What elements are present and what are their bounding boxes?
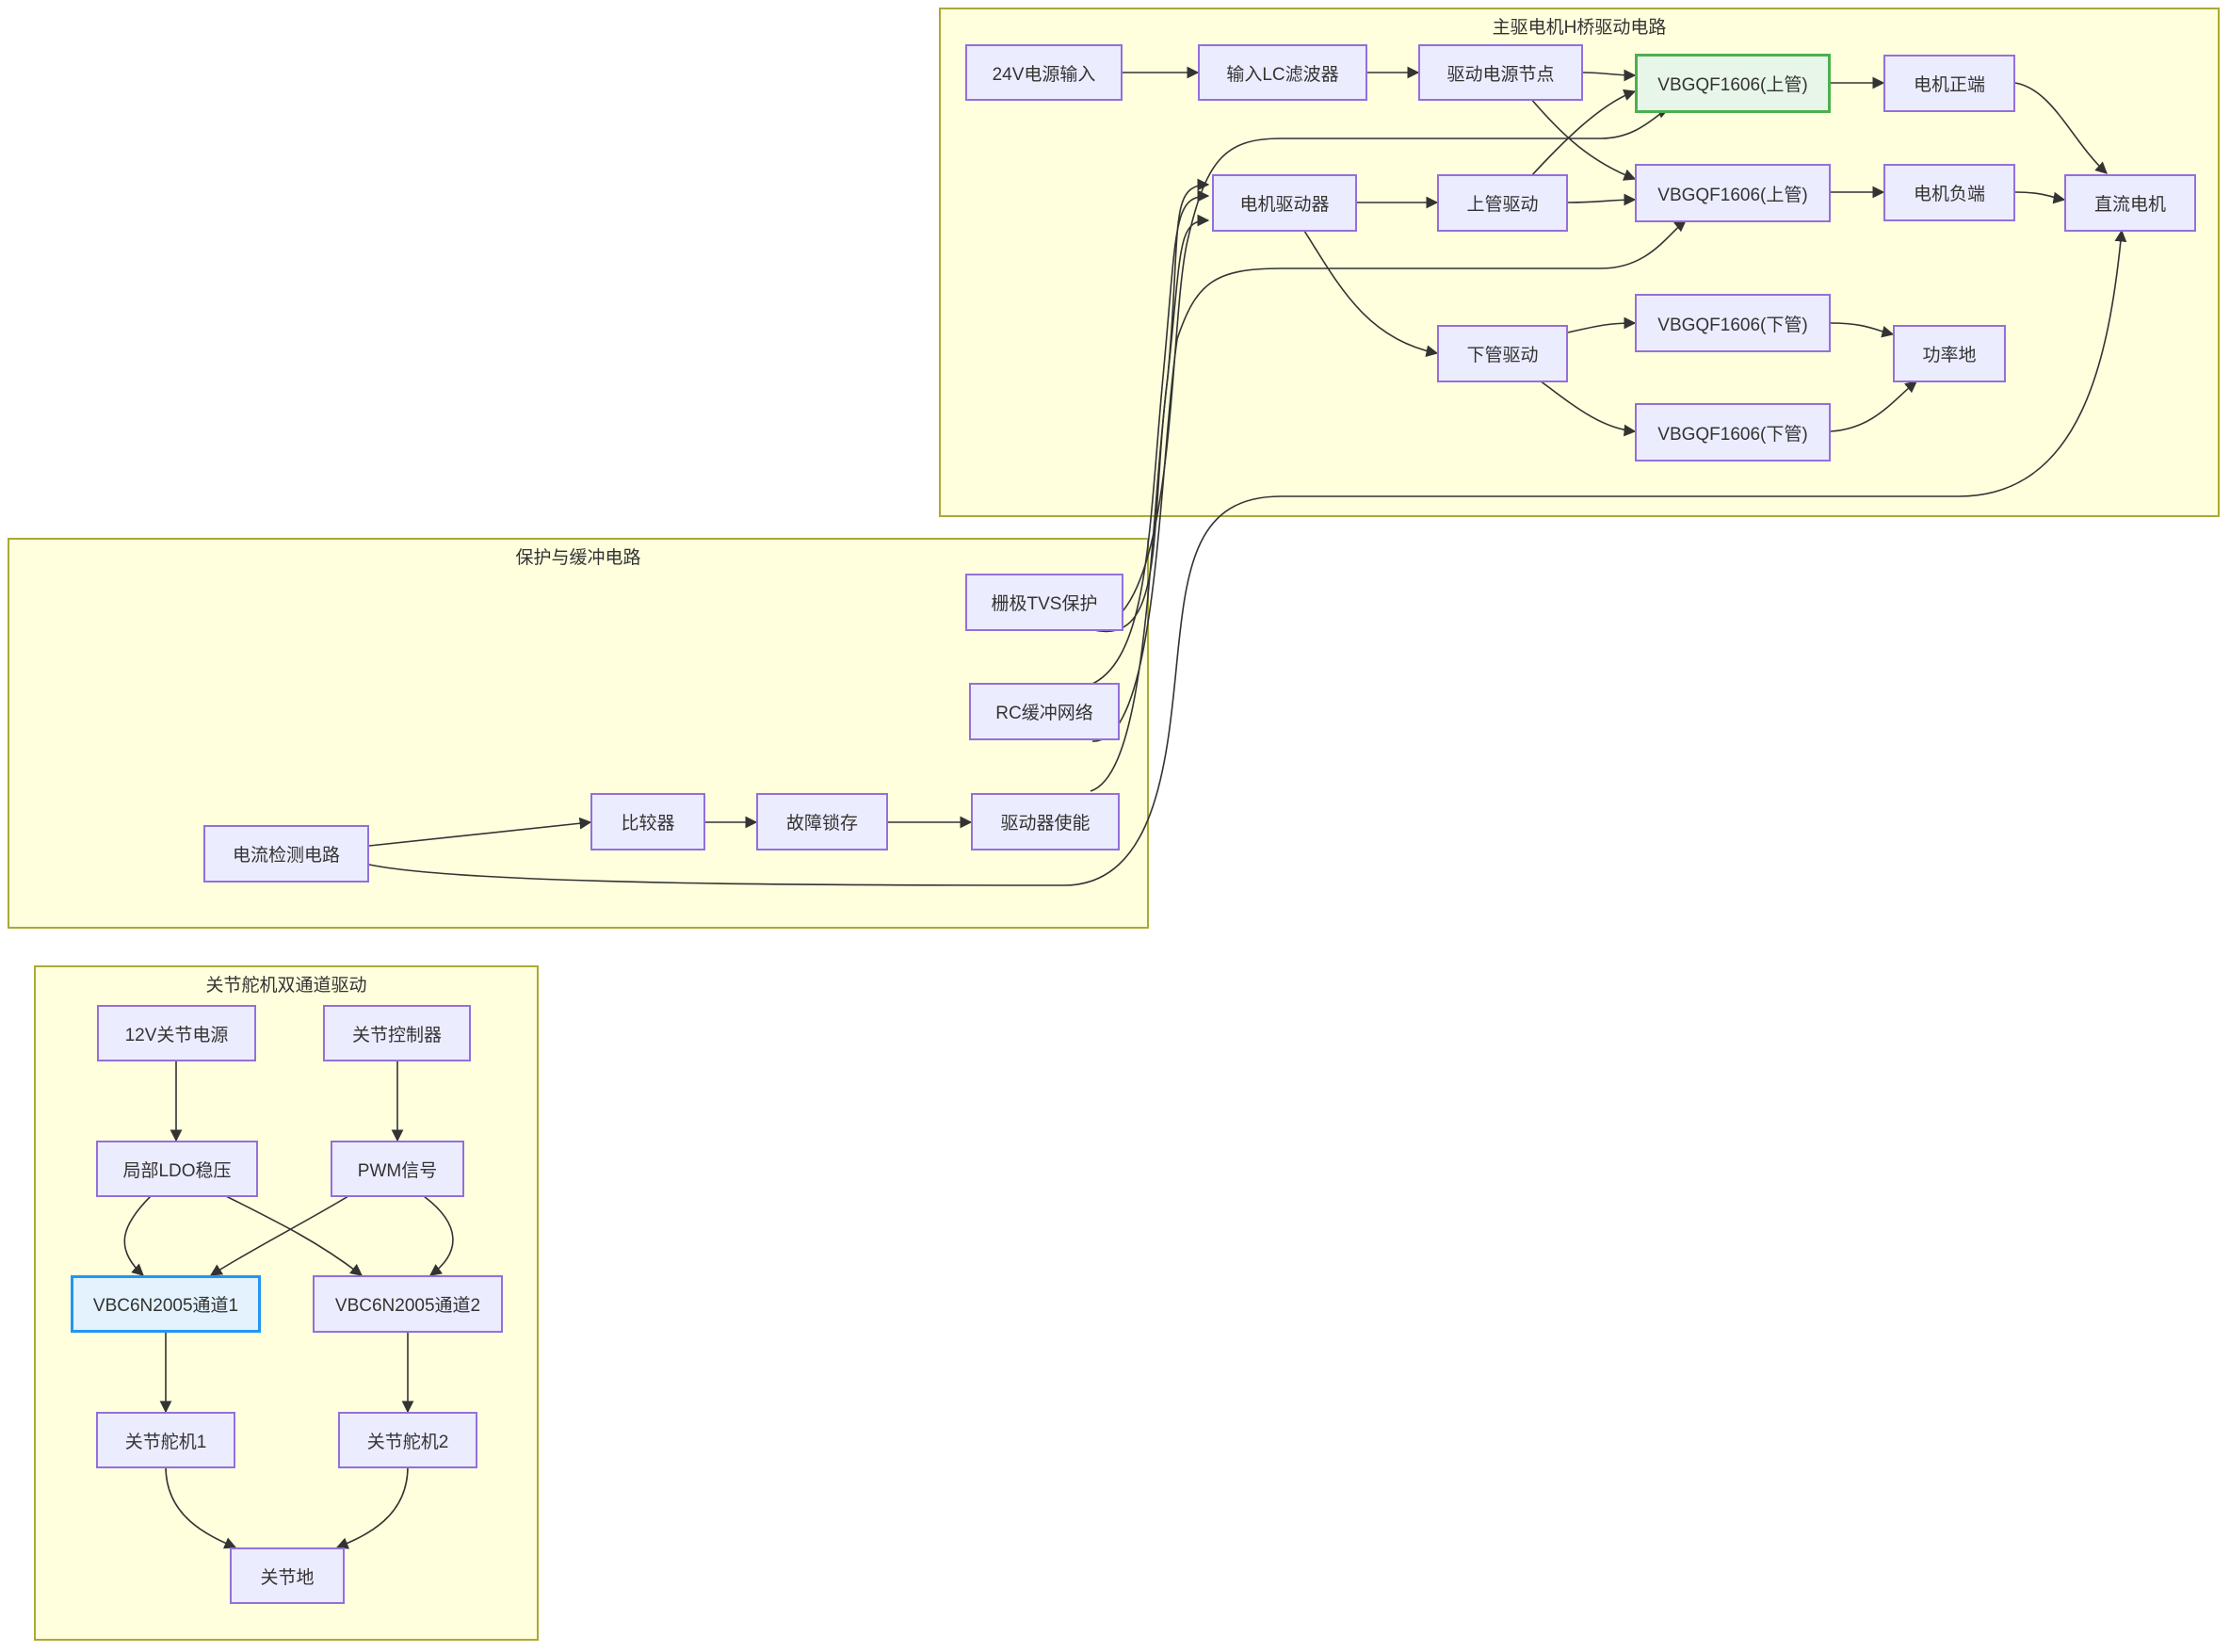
node-fault-latch[interactable]: 故障锁存 bbox=[756, 793, 888, 850]
node-joint-ground[interactable]: 关节地 bbox=[230, 1547, 345, 1604]
node-drive-power-node[interactable]: 驱动电源节点 bbox=[1418, 44, 1583, 101]
node-gate-tvs[interactable]: 栅极TVS保护 bbox=[965, 574, 1123, 631]
cluster-title-joint: 关节舵机双通道驱动 bbox=[205, 976, 367, 996]
node-q2-high-side[interactable]: VBGQF1606(上管) bbox=[1635, 164, 1831, 222]
node-12v-joint-power[interactable]: 12V关节电源 bbox=[97, 1005, 256, 1061]
node-q1-high-side[interactable]: VBGQF1606(上管) bbox=[1635, 54, 1831, 113]
node-rc-snubber[interactable]: RC缓冲网络 bbox=[969, 683, 1120, 740]
node-pwm-signal[interactable]: PWM信号 bbox=[331, 1141, 464, 1197]
node-local-ldo[interactable]: 局部LDO稳压 bbox=[96, 1141, 258, 1197]
node-joint-servo-1[interactable]: 关节舵机1 bbox=[96, 1412, 235, 1468]
node-power-ground[interactable]: 功率地 bbox=[1893, 325, 2006, 382]
node-vbc6n2005-ch1[interactable]: VBC6N2005通道1 bbox=[71, 1275, 261, 1333]
node-driver-enable[interactable]: 驱动器使能 bbox=[971, 793, 1120, 850]
node-high-side-driver[interactable]: 上管驱动 bbox=[1437, 174, 1568, 232]
node-current-sense[interactable]: 电流检测电路 bbox=[203, 825, 369, 883]
node-motor-driver[interactable]: 电机驱动器 bbox=[1212, 174, 1357, 232]
node-motor-positive[interactable]: 电机正端 bbox=[1883, 55, 2015, 112]
node-joint-controller[interactable]: 关节控制器 bbox=[323, 1005, 471, 1061]
node-low-side-driver[interactable]: 下管驱动 bbox=[1437, 325, 1568, 382]
cluster-title-protect: 保护与缓冲电路 bbox=[515, 548, 641, 568]
node-q4-low-side[interactable]: VBGQF1606(下管) bbox=[1635, 403, 1831, 462]
node-lc-filter[interactable]: 输入LC滤波器 bbox=[1198, 44, 1367, 101]
node-24v-input[interactable]: 24V电源输入 bbox=[965, 44, 1123, 101]
node-comparator[interactable]: 比较器 bbox=[590, 793, 705, 850]
node-dc-motor[interactable]: 直流电机 bbox=[2064, 174, 2196, 232]
node-joint-servo-2[interactable]: 关节舵机2 bbox=[338, 1412, 477, 1468]
node-q3-low-side[interactable]: VBGQF1606(下管) bbox=[1635, 294, 1831, 352]
cluster-title-main: 主驱电机H桥驱动电路 bbox=[1492, 18, 1667, 38]
node-motor-negative[interactable]: 电机负端 bbox=[1883, 164, 2015, 221]
node-vbc6n2005-ch2[interactable]: VBC6N2005通道2 bbox=[313, 1275, 503, 1333]
